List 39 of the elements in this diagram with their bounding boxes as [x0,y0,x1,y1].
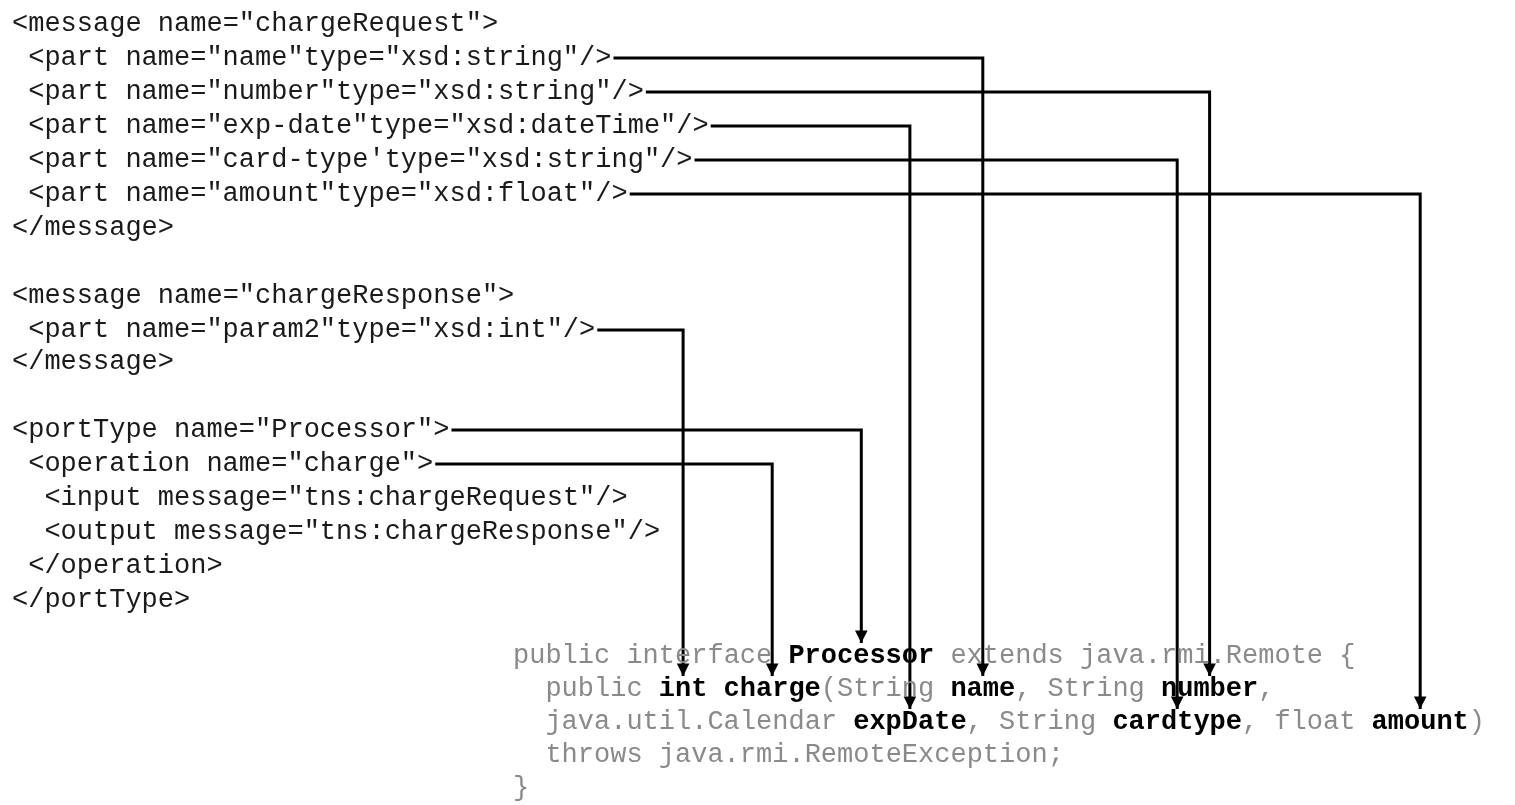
java-code-text: java.util.Calendar [545,707,838,737]
java-code-text: ) [1468,707,1485,737]
xml-code-line: </message> [12,213,175,243]
xml-code-line: <part name="param2"type="xsd:int"/> [28,315,596,345]
java-identifier: expDate [853,707,967,737]
xml-code-line: <message name="chargeResponse"> [12,281,515,311]
arrow [629,192,1427,709]
java-identifier: cardtype [1112,707,1242,737]
xml-code-line: <part name="name"type="xsd:string"/> [28,43,612,73]
java-code-text: throws java.rmi.RemoteException; [545,740,1064,770]
java-code-text: , String [966,707,1097,737]
arrow [710,124,917,709]
arrow [694,158,1184,709]
arrow [451,428,868,643]
xml-code-line: <part name="number"type="xsd:string"/> [28,77,644,107]
java-code-text: , float [1242,707,1356,737]
xml-code-line: </portType> [12,585,191,615]
xml-code-line: </message> [12,347,175,377]
xml-code-line: <part name="card-type'type="xsd:string"/> [28,145,693,175]
xml-code-line: <operation name="charge"> [28,449,434,479]
xml-code-line: <part name="exp-date"type="xsd:dateTime"/> [28,111,709,141]
arrow [613,56,990,676]
java-identifier: int [658,674,708,704]
xml-code-line: </operation> [28,551,223,581]
java-code-text: , String [1015,674,1145,704]
xml-code-line: <input message="tns:chargeRequest"/> [44,483,628,513]
xml-code-line: <message name="chargeRequest"> [12,9,499,39]
java-identifier: amount [1371,707,1469,737]
xml-code-line: <output message="tns:chargeResponse"/> [44,517,661,547]
arrow [435,462,779,676]
xml-code-line: <part name="amount"type="xsd:float"/> [28,179,628,209]
java-identifier: name [950,674,1016,704]
java-code-text: } [513,773,530,803]
java-code-text: public [545,674,643,704]
arrow [597,328,690,676]
xml-code-line: <portType name="Processor"> [12,415,450,445]
java-identifier: charge [723,674,821,704]
java-code-text: , [1258,674,1275,704]
arrow [645,90,1216,676]
